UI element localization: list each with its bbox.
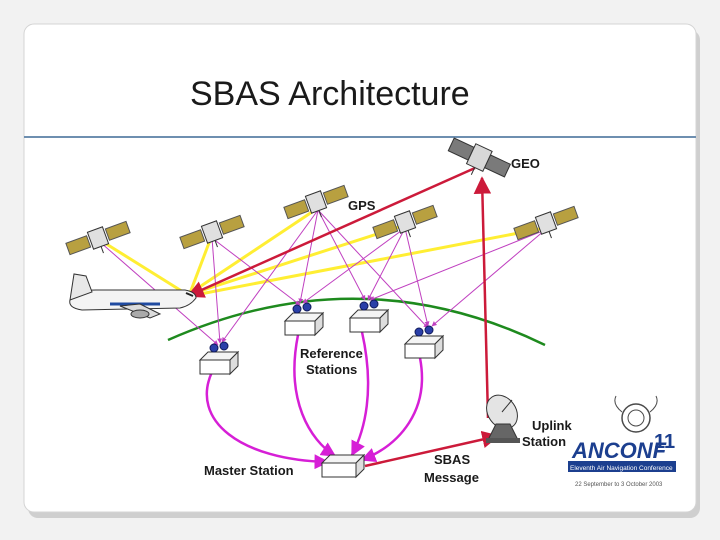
slide-title: SBAS Architecture [190, 75, 470, 113]
sbas-message-label-line1: SBAS [434, 452, 470, 467]
uplink-dish-icon [486, 394, 520, 443]
gps-satellite-icon [372, 204, 438, 240]
reference-stations-label-line2: Stations [306, 362, 357, 377]
reference-station [403, 325, 445, 360]
reference-station [348, 299, 390, 334]
range-links [99, 209, 546, 346]
uplink-station-label-line1: Uplink [532, 418, 572, 433]
conference-logo-dates: 22 September to 3 October 2003 [575, 482, 663, 488]
master-station-label: Master Station [204, 463, 294, 478]
conference-logo-number: 11 [654, 431, 675, 453]
ground-links [205, 331, 424, 470]
sbas-message-label-line2: Message [424, 470, 479, 485]
conference-logo-banner [568, 461, 676, 472]
master-station [320, 453, 366, 479]
geo-label: GEO [511, 156, 540, 171]
satellite-signals [99, 206, 546, 297]
master-to-uplink-link [364, 430, 500, 468]
gps-satellite-icon [513, 205, 579, 241]
geo-to-aircraft-link [186, 166, 476, 298]
uplink-station-label-line2: Station [522, 434, 566, 449]
conference-logo-brand: ANCONF [571, 438, 667, 463]
conference-logo-subtitle: Eleventh Air Navigation Conference [570, 465, 673, 472]
icao-emblem-icon [614, 395, 658, 433]
reference-stations-label-line1: Reference [300, 346, 363, 361]
uplink-to-geo-link [473, 176, 492, 419]
reference-station [283, 302, 325, 337]
earth-curve [167, 297, 546, 347]
gps-satellite-icon [179, 214, 245, 250]
gps-satellite-icon [65, 220, 131, 256]
aircraft-icon [69, 273, 197, 319]
geo-satellite-icon [447, 137, 512, 178]
gps-satellite-icon [283, 184, 349, 220]
content-pane [23, 23, 697, 513]
reference-station [198, 341, 240, 376]
gps-label: GPS [348, 198, 376, 213]
conference-logo: ANCONF 11 Eleventh Air Navigation Confer… [568, 395, 676, 488]
